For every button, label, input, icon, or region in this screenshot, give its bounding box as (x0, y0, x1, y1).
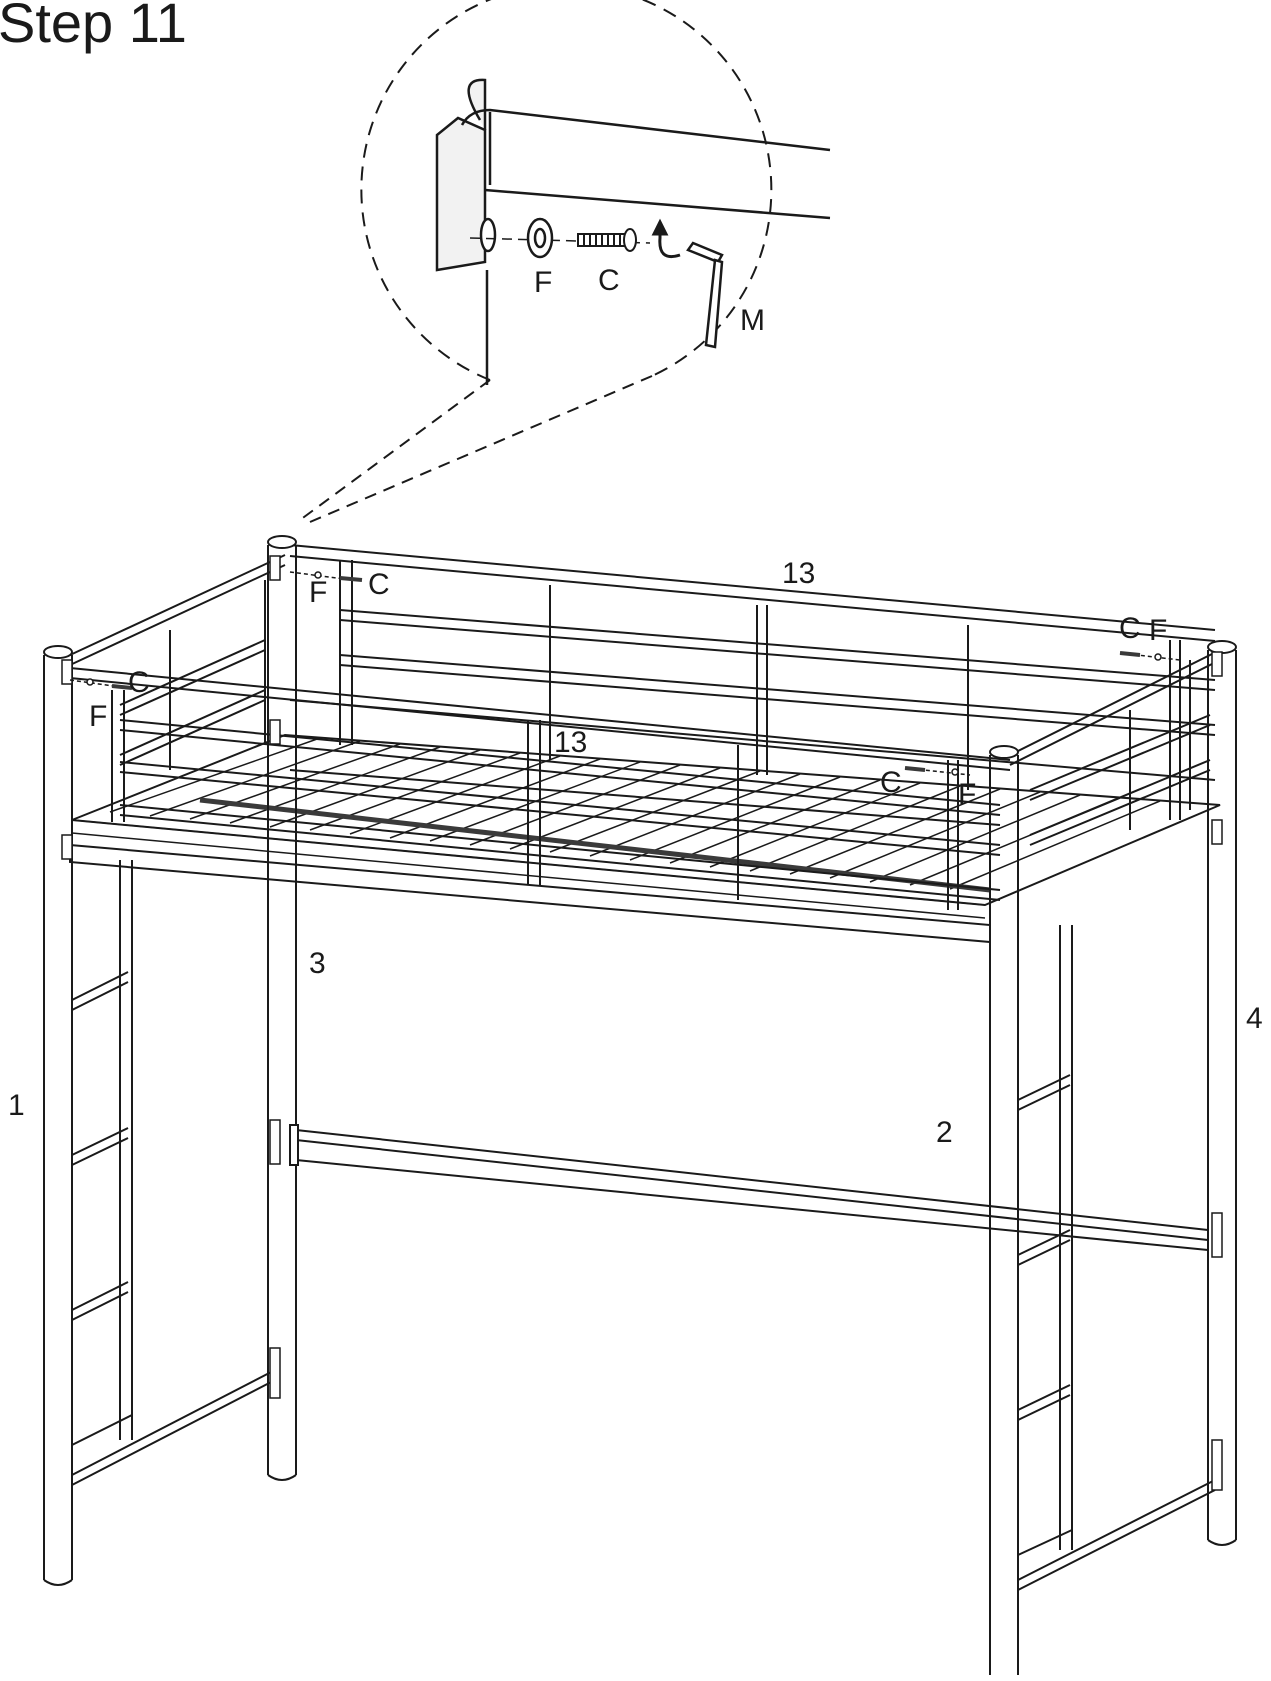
ladder-left (71, 860, 276, 1486)
post-front-right (989, 745, 1019, 1675)
front-guardrail (69, 667, 1011, 910)
bed-frame (43, 535, 1237, 1675)
fastener-front-right-washer-label: F (958, 778, 976, 811)
mounting-brackets (61, 555, 1223, 1491)
post-back-left (267, 535, 297, 1481)
step-title: Step 11 (0, 0, 187, 54)
part-label-post-back-left: 3 (309, 947, 326, 980)
right-guardrail (1009, 649, 1221, 846)
detail-label-tool: M (740, 304, 765, 337)
callout-leader-right (309, 375, 653, 523)
fastener-front-left-bolt-label: C (128, 666, 150, 699)
back-guardrail (289, 544, 1216, 820)
washer-part (526, 217, 554, 259)
ladder-right (1017, 925, 1216, 1591)
part-label-rail-back: 13 (782, 557, 815, 590)
detail-label-washer: F (534, 266, 552, 299)
post-front-left (43, 645, 73, 1586)
callout-leader-left (299, 379, 491, 521)
fastener-back-left-washer-label: F (309, 576, 327, 609)
detail-callout (299, 0, 831, 523)
bolt-part (577, 228, 637, 252)
fastener-marks (69, 571, 1181, 776)
post-back-right (1207, 640, 1237, 1546)
part-label-post-back-right: 4 (1246, 1002, 1263, 1035)
rotate-arrow-icon (651, 218, 681, 259)
fastener-back-left-bolt-label: C (368, 568, 390, 601)
part-label-post-front-right: 2 (936, 1116, 953, 1149)
left-guardrail (69, 554, 286, 770)
back-support-beam (289, 1124, 1209, 1251)
fastener-front-right-bolt-label: C (880, 766, 902, 799)
fastener-front-left-washer-label: F (89, 700, 107, 733)
part-label-rail-front: 13 (554, 726, 587, 759)
detail-bracket (435, 78, 831, 385)
fastener-back-right-washer-label: F (1149, 614, 1167, 647)
detail-label-bolt: C (598, 264, 620, 297)
allen-key-part (686, 241, 724, 349)
fastener-back-right-bolt-label: C (1119, 612, 1141, 645)
part-label-post-front-left: 1 (8, 1089, 25, 1122)
